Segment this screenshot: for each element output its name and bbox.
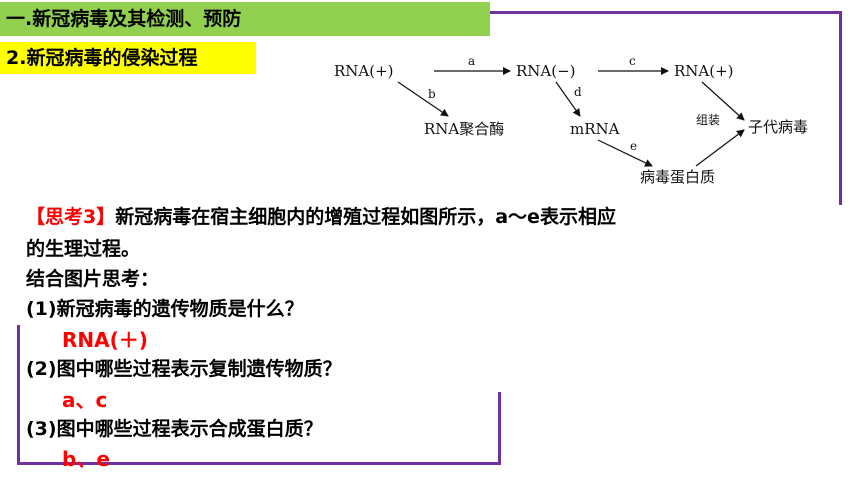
subsection-title: 2.新冠病毒的侵染过程 [0, 42, 256, 74]
section-title: 一.新冠病毒及其检测、预防 [0, 2, 490, 36]
node-rna-polymerase: RNA聚合酶 [424, 120, 504, 138]
arrow-d [555, 81, 581, 117]
node-virus-protein: 病毒蛋白质 [640, 168, 715, 186]
answer-3: b、e [62, 447, 110, 471]
infection-process-diagram: RNA(+) RNA(−) RNA(+) RNA聚合酶 mRNA 子代病毒 病毒… [334, 54, 808, 186]
question-prefix: 【思考3】 [26, 206, 116, 228]
question-2: (2)图中哪些过程表示复制遗传物质？ [26, 358, 342, 380]
frame-right-line [839, 11, 842, 205]
label-b: b [428, 87, 436, 101]
question-stem-text: 新冠病毒在宿主细胞内的增殖过程如图所示，a～e表示相应 [115, 206, 616, 228]
node-rna-pos-2: RNA(+) [674, 62, 734, 80]
question-1: (1)新冠病毒的遗传物质是什么？ [26, 298, 304, 320]
arrow-b [397, 81, 449, 117]
label-d: d [574, 85, 582, 99]
label-assemble: 组装 [696, 113, 720, 127]
question-stem-line-1: 【思考3】新冠病毒在宿主细胞内的增殖过程如图所示，a～e表示相应 [26, 202, 616, 229]
frame-bottom-line [17, 462, 501, 465]
label-e: e [630, 139, 637, 153]
question-stem-line-2: 的生理过程。 [26, 238, 141, 260]
frame-top-line [490, 11, 842, 14]
label-a: a [468, 54, 475, 68]
arrow-to-child-from-protein [695, 129, 745, 167]
question-prompt: 结合图片思考： [26, 268, 160, 290]
label-c: c [629, 54, 636, 68]
node-rna-pos: RNA(+) [334, 62, 394, 80]
question-3: (3)图中哪些过程表示合成蛋白质？ [26, 418, 323, 440]
frame-bottom-end-line [498, 392, 501, 465]
node-child-virus: 子代病毒 [748, 118, 808, 136]
arrow-to-child-from-rna [701, 81, 745, 121]
answer-2: a、c [62, 388, 108, 412]
arrow-e [597, 139, 653, 167]
answer-1: RNA(＋) [62, 328, 148, 352]
frame-left-line [17, 325, 20, 465]
node-rna-neg: RNA(−) [516, 62, 576, 80]
node-mrna: mRNA [570, 120, 620, 138]
